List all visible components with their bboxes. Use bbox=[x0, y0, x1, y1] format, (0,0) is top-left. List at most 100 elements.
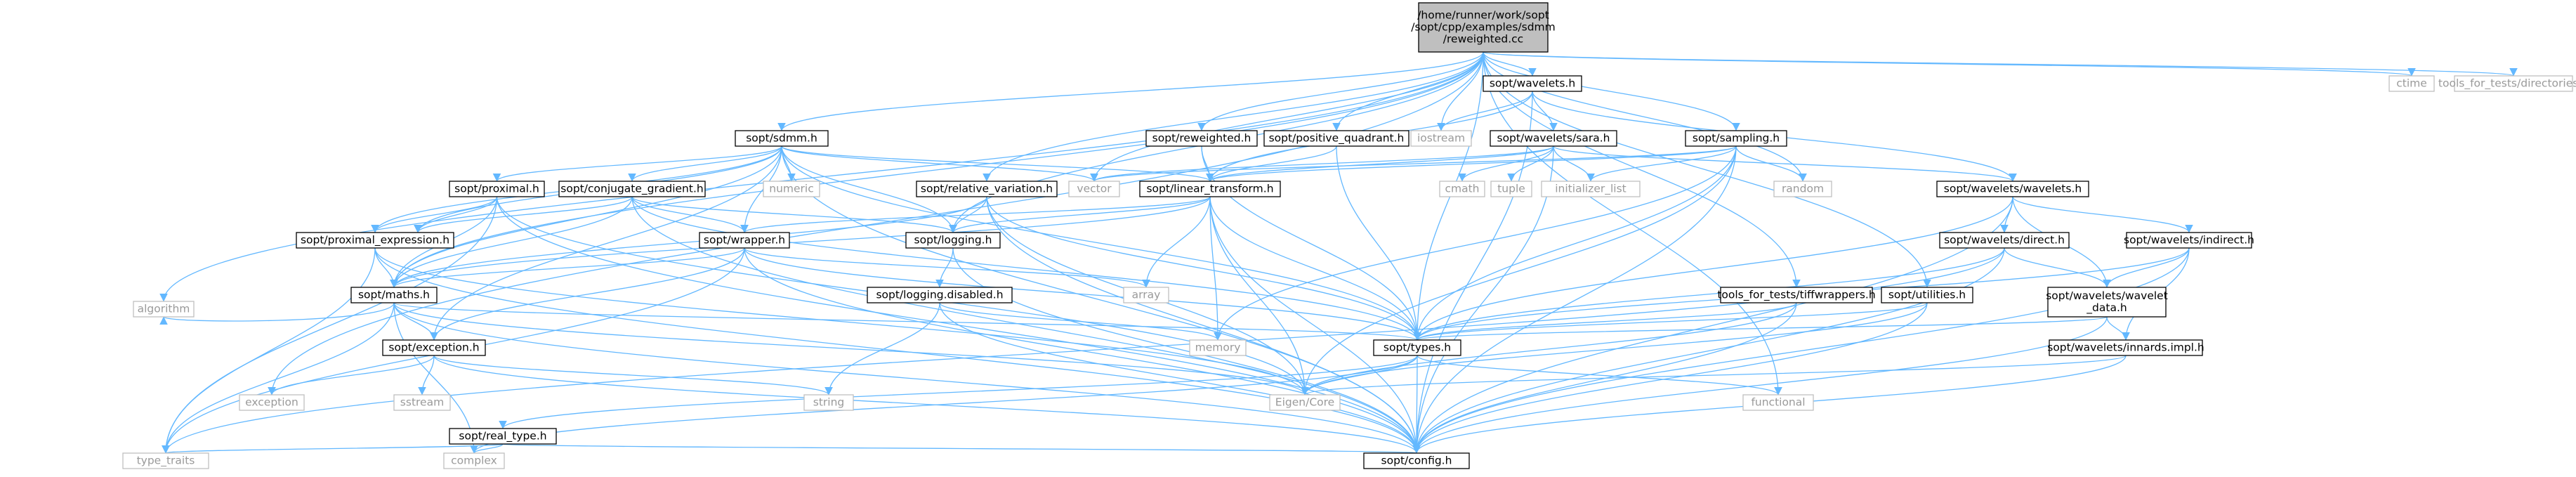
node-logdis-box bbox=[867, 287, 1013, 303]
node-string-box bbox=[803, 394, 854, 411]
edge-wrapper-to-array bbox=[744, 247, 1150, 288]
edge-sdmm-to-maths bbox=[390, 145, 782, 288]
node-numeric-label: numeric bbox=[769, 183, 813, 195]
node-realtype[interactable]: sopt/real_type.h bbox=[449, 428, 557, 445]
node-sampling-box bbox=[1685, 130, 1787, 147]
edge-logdis-to-config bbox=[939, 302, 1421, 454]
node-wrapper[interactable]: sopt/wrapper.h bbox=[699, 232, 790, 249]
edge-root-to-reweighted bbox=[1197, 51, 1484, 131]
node-config[interactable]: sopt/config.h bbox=[1363, 452, 1470, 469]
edge-wdata-to-innards bbox=[2106, 316, 2130, 341]
node-config-label: sopt/config.h bbox=[1381, 455, 1452, 467]
edge-realtype-to-complex bbox=[470, 443, 504, 454]
node-relvar[interactable]: sopt/relative_variation.h bbox=[916, 181, 1058, 197]
node-root-label: /sopt/cpp/examples/sdmm bbox=[1411, 21, 1555, 34]
node-algorithm: algorithm bbox=[133, 301, 195, 318]
node-linop-box bbox=[1139, 181, 1281, 197]
node-ctime: ctime bbox=[2388, 75, 2435, 92]
node-innards[interactable]: sopt/wavelets/innards.impl.h bbox=[2047, 339, 2204, 356]
node-posquad-box bbox=[1263, 130, 1409, 147]
node-reweighted[interactable]: sopt/reweighted.h bbox=[1145, 130, 1258, 147]
edge-relvar-to-maths bbox=[390, 196, 987, 288]
node-root[interactable]: /home/runner/work/sopt/sopt/cpp/examples… bbox=[1411, 2, 1556, 53]
node-sstream-label: sstream bbox=[400, 396, 444, 409]
node-tffw[interactable]: tools_for_tests/tiffwrappers.h bbox=[1717, 287, 1876, 303]
node-sampling[interactable]: sopt/sampling.h bbox=[1685, 130, 1787, 147]
edge-utilities-to-types bbox=[1413, 302, 1928, 341]
node-root-label: /reweighted.cc bbox=[1443, 33, 1523, 46]
node-tdirs-label: tools_for_tests/directories.h bbox=[2438, 77, 2576, 91]
node-types[interactable]: sopt/types.h bbox=[1373, 339, 1461, 356]
node-conjgrad[interactable]: sopt/conjugate_gradient.h bbox=[558, 181, 706, 197]
node-logging[interactable]: sopt/logging.h bbox=[905, 232, 1001, 249]
node-proximal[interactable]: sopt/proximal.h bbox=[449, 181, 545, 197]
node-tuple-box bbox=[1490, 181, 1532, 197]
node-wavelets[interactable]: sopt/wavelets.h bbox=[1483, 75, 1582, 92]
edge-logging-to-config bbox=[952, 247, 1421, 454]
node-posquad[interactable]: sopt/positive_quadrant.h bbox=[1263, 130, 1409, 147]
node-exception-label: sopt/exception.h bbox=[388, 341, 479, 354]
edge-posquad-to-linop bbox=[1206, 145, 1337, 182]
node-proxexpr[interactable]: sopt/proximal_expression.h bbox=[296, 232, 454, 249]
edge-sdmm-to-exception bbox=[430, 145, 782, 341]
node-reweighted-label: sopt/reweighted.h bbox=[1152, 132, 1251, 145]
node-logdis[interactable]: sopt/logging.disabled.h bbox=[867, 287, 1013, 303]
edge-conjgrad-to-maths bbox=[390, 196, 633, 288]
edge-wrapper-to-exception bbox=[430, 247, 745, 341]
node-exception[interactable]: sopt/exception.h bbox=[382, 339, 486, 356]
node-functional-label: functional bbox=[1751, 396, 1805, 409]
node-ctime-box bbox=[2388, 75, 2435, 92]
node-maths[interactable]: sopt/maths.h bbox=[350, 287, 438, 303]
edge-utilities-to-eigen bbox=[1301, 302, 1928, 396]
node-wwave[interactable]: sopt/wavelets/wavelets.h bbox=[1936, 181, 2089, 197]
edge-proximal-to-proxexpr bbox=[371, 196, 498, 233]
node-cmath-label: cmath bbox=[1445, 183, 1479, 195]
node-numeric: numeric bbox=[763, 181, 820, 197]
edge-sampling-to-initlist bbox=[1586, 145, 1737, 182]
edge-sdmm-to-linop bbox=[781, 145, 1214, 182]
node-utilities[interactable]: sopt/utilities.h bbox=[1881, 287, 1973, 303]
node-utilities-label: sopt/utilities.h bbox=[1888, 289, 1966, 301]
node-array-label: array bbox=[1132, 289, 1161, 301]
edge-proxexpr-to-typetraits bbox=[162, 247, 376, 454]
edge-linop-to-types bbox=[1209, 196, 1421, 341]
node-wdata-label: _data.h bbox=[2086, 301, 2127, 315]
edge-maths-to-types bbox=[393, 302, 1421, 341]
node-wdata-label: sopt/wavelets/wavelet bbox=[2046, 289, 2168, 302]
node-sdmm[interactable]: sopt/sdmm.h bbox=[735, 130, 829, 147]
edge-wavelets-to-iostream bbox=[1437, 91, 1533, 131]
node-direct[interactable]: sopt/wavelets/direct.h bbox=[1939, 232, 2070, 249]
node-relvar-box bbox=[916, 181, 1058, 197]
edge-exception-to-sstream bbox=[418, 355, 435, 396]
node-sara[interactable]: sopt/wavelets/sara.h bbox=[1490, 130, 1617, 147]
edge-root-to-tdirs bbox=[1483, 51, 2517, 77]
edge-sampling-to-config bbox=[1412, 145, 1737, 454]
node-iostream: iostream bbox=[1410, 130, 1472, 147]
node-maths-label: sopt/maths.h bbox=[358, 289, 430, 301]
node-sara-box bbox=[1490, 130, 1617, 147]
edge-sdmm-to-types bbox=[781, 145, 1421, 341]
edge-utilities-to-config bbox=[1412, 302, 1928, 454]
edge-relvar-to-logging bbox=[949, 196, 987, 233]
node-realtype-label: sopt/real_type.h bbox=[459, 430, 546, 443]
node-exc_sys: exception bbox=[239, 394, 305, 411]
node-wdata-box bbox=[2047, 287, 2167, 318]
node-indirect[interactable]: sopt/wavelets/indirect.h bbox=[2124, 232, 2254, 249]
node-sstream-box bbox=[393, 394, 451, 411]
edge-realtype-to-typetraits bbox=[162, 443, 504, 454]
node-eigen-label: Eigen/Core bbox=[1275, 396, 1334, 409]
node-algorithm-box bbox=[133, 301, 195, 318]
node-exception-box bbox=[382, 339, 486, 356]
edge-sampling-to-memory bbox=[1214, 145, 1737, 341]
node-logging-label: sopt/logging.h bbox=[914, 234, 992, 247]
edge-direct-to-config bbox=[1412, 247, 2005, 454]
node-wdata[interactable]: sopt/wavelets/wavelet_data.h bbox=[2046, 287, 2168, 318]
edge-tffw-to-types bbox=[1413, 302, 1797, 341]
edge-wrapper-to-types bbox=[744, 247, 1421, 341]
node-sampling-label: sopt/sampling.h bbox=[1693, 132, 1780, 145]
edge-sdmm-to-vector bbox=[781, 145, 1098, 182]
edge-sdmm-to-proximal bbox=[492, 145, 782, 182]
node-linop[interactable]: sopt/linear_transform.h bbox=[1139, 181, 1281, 197]
edge-root-to-random bbox=[1483, 51, 1807, 182]
